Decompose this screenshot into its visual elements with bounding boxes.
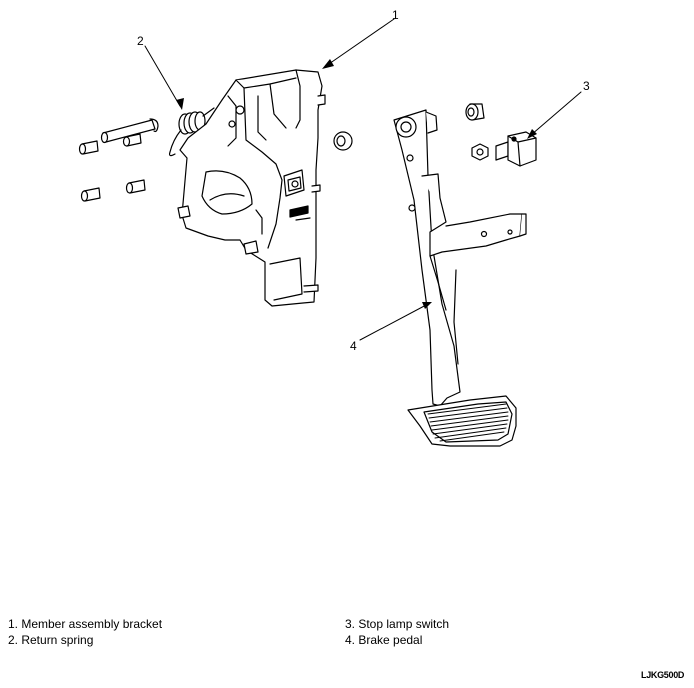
member-assembly-bracket — [177, 69, 326, 307]
leader-line-2 — [144, 45, 181, 107]
legend-right-column: 3. Stop lamp switch 4. Brake pedal — [345, 616, 449, 648]
legend-item-member-assembly-bracket: 1. Member assembly bracket — [8, 617, 163, 631]
leader-arrowheads — [176, 59, 537, 309]
leader-line-1 — [325, 18, 395, 67]
leader-lines — [144, 18, 582, 341]
figure-code: LJKG500D — [641, 670, 685, 680]
pin-middle-left — [122, 133, 142, 147]
pin-upper-left — [78, 140, 99, 155]
callout-3: 3 — [583, 79, 590, 93]
legend-left-column: 1. Member assembly bracket 2. Return spr… — [8, 616, 162, 648]
callout-1: 1 — [392, 8, 399, 22]
leader-line-4 — [359, 303, 429, 341]
legend-item-return-spring: 2. Return spring — [8, 633, 94, 647]
nut — [471, 143, 489, 161]
legend-item-brake-pedal: 4. Brake pedal — [345, 633, 423, 647]
callout-4: 4 — [350, 339, 357, 353]
bushing-center — [333, 131, 353, 151]
pin-long — [100, 118, 159, 144]
brake-pedal — [393, 109, 527, 447]
legend-item-stop-lamp-switch: 3. Stop lamp switch — [345, 617, 450, 631]
pin-lower-left-1 — [80, 187, 101, 202]
callout-2: 2 — [137, 34, 144, 48]
pin-lower-left-2 — [125, 179, 146, 194]
leader-line-3 — [530, 91, 582, 136]
return-spring — [168, 107, 215, 157]
bushing-right — [465, 103, 485, 121]
